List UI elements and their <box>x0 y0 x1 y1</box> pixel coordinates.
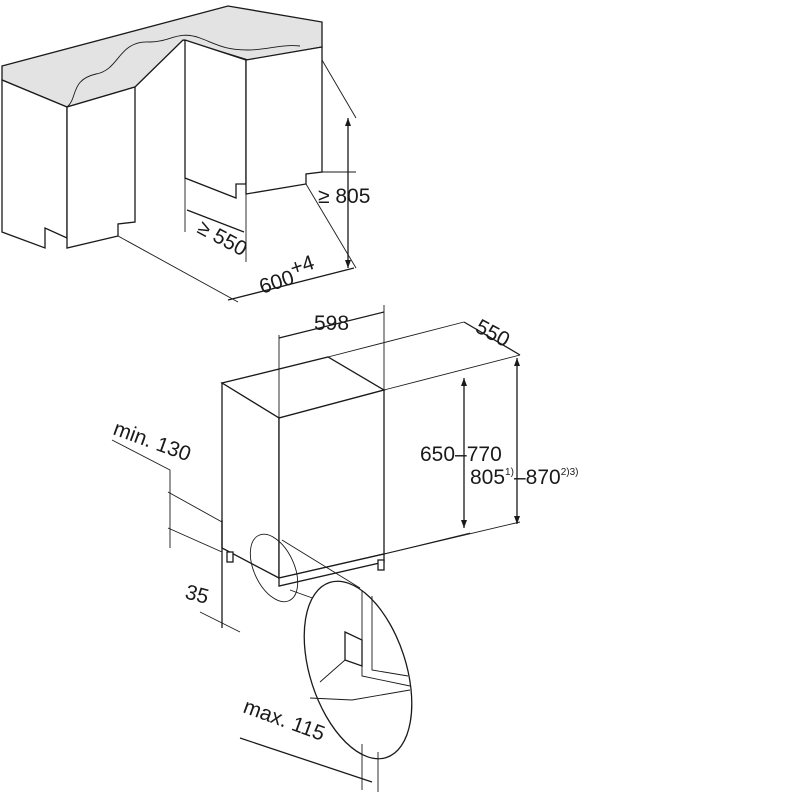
appliance-illustration <box>111 305 521 792</box>
niche-width-label: 600+4 <box>254 251 320 299</box>
niche-height-label: ≥ 805 <box>318 185 370 208</box>
appliance-depth-label: 550 <box>472 315 514 352</box>
appliance-front <box>278 389 385 579</box>
overall-height-label: 8051)–8702)3) <box>470 466 578 489</box>
plinth-min-label: min. 130 <box>110 417 194 466</box>
recess-max-label: max. 115 <box>240 695 328 746</box>
niche-depth-label: ≥ 550 <box>194 216 251 261</box>
left-cabinet-front <box>1 79 68 249</box>
right-cabinet-front <box>184 39 247 199</box>
right-cabinet-side <box>245 46 323 195</box>
foot-right <box>377 559 385 571</box>
appliance-width-label: 598 <box>314 312 349 335</box>
left-cabinet-side <box>66 86 136 249</box>
worktop-cutout-edge <box>66 34 301 108</box>
detail-marker <box>249 533 299 603</box>
door-height-label: 650–770 <box>420 443 502 466</box>
plinth-height-label: 35 <box>183 581 212 609</box>
foot-left <box>226 551 234 563</box>
niche-illustration <box>1 5 357 303</box>
detail-view <box>239 580 413 792</box>
